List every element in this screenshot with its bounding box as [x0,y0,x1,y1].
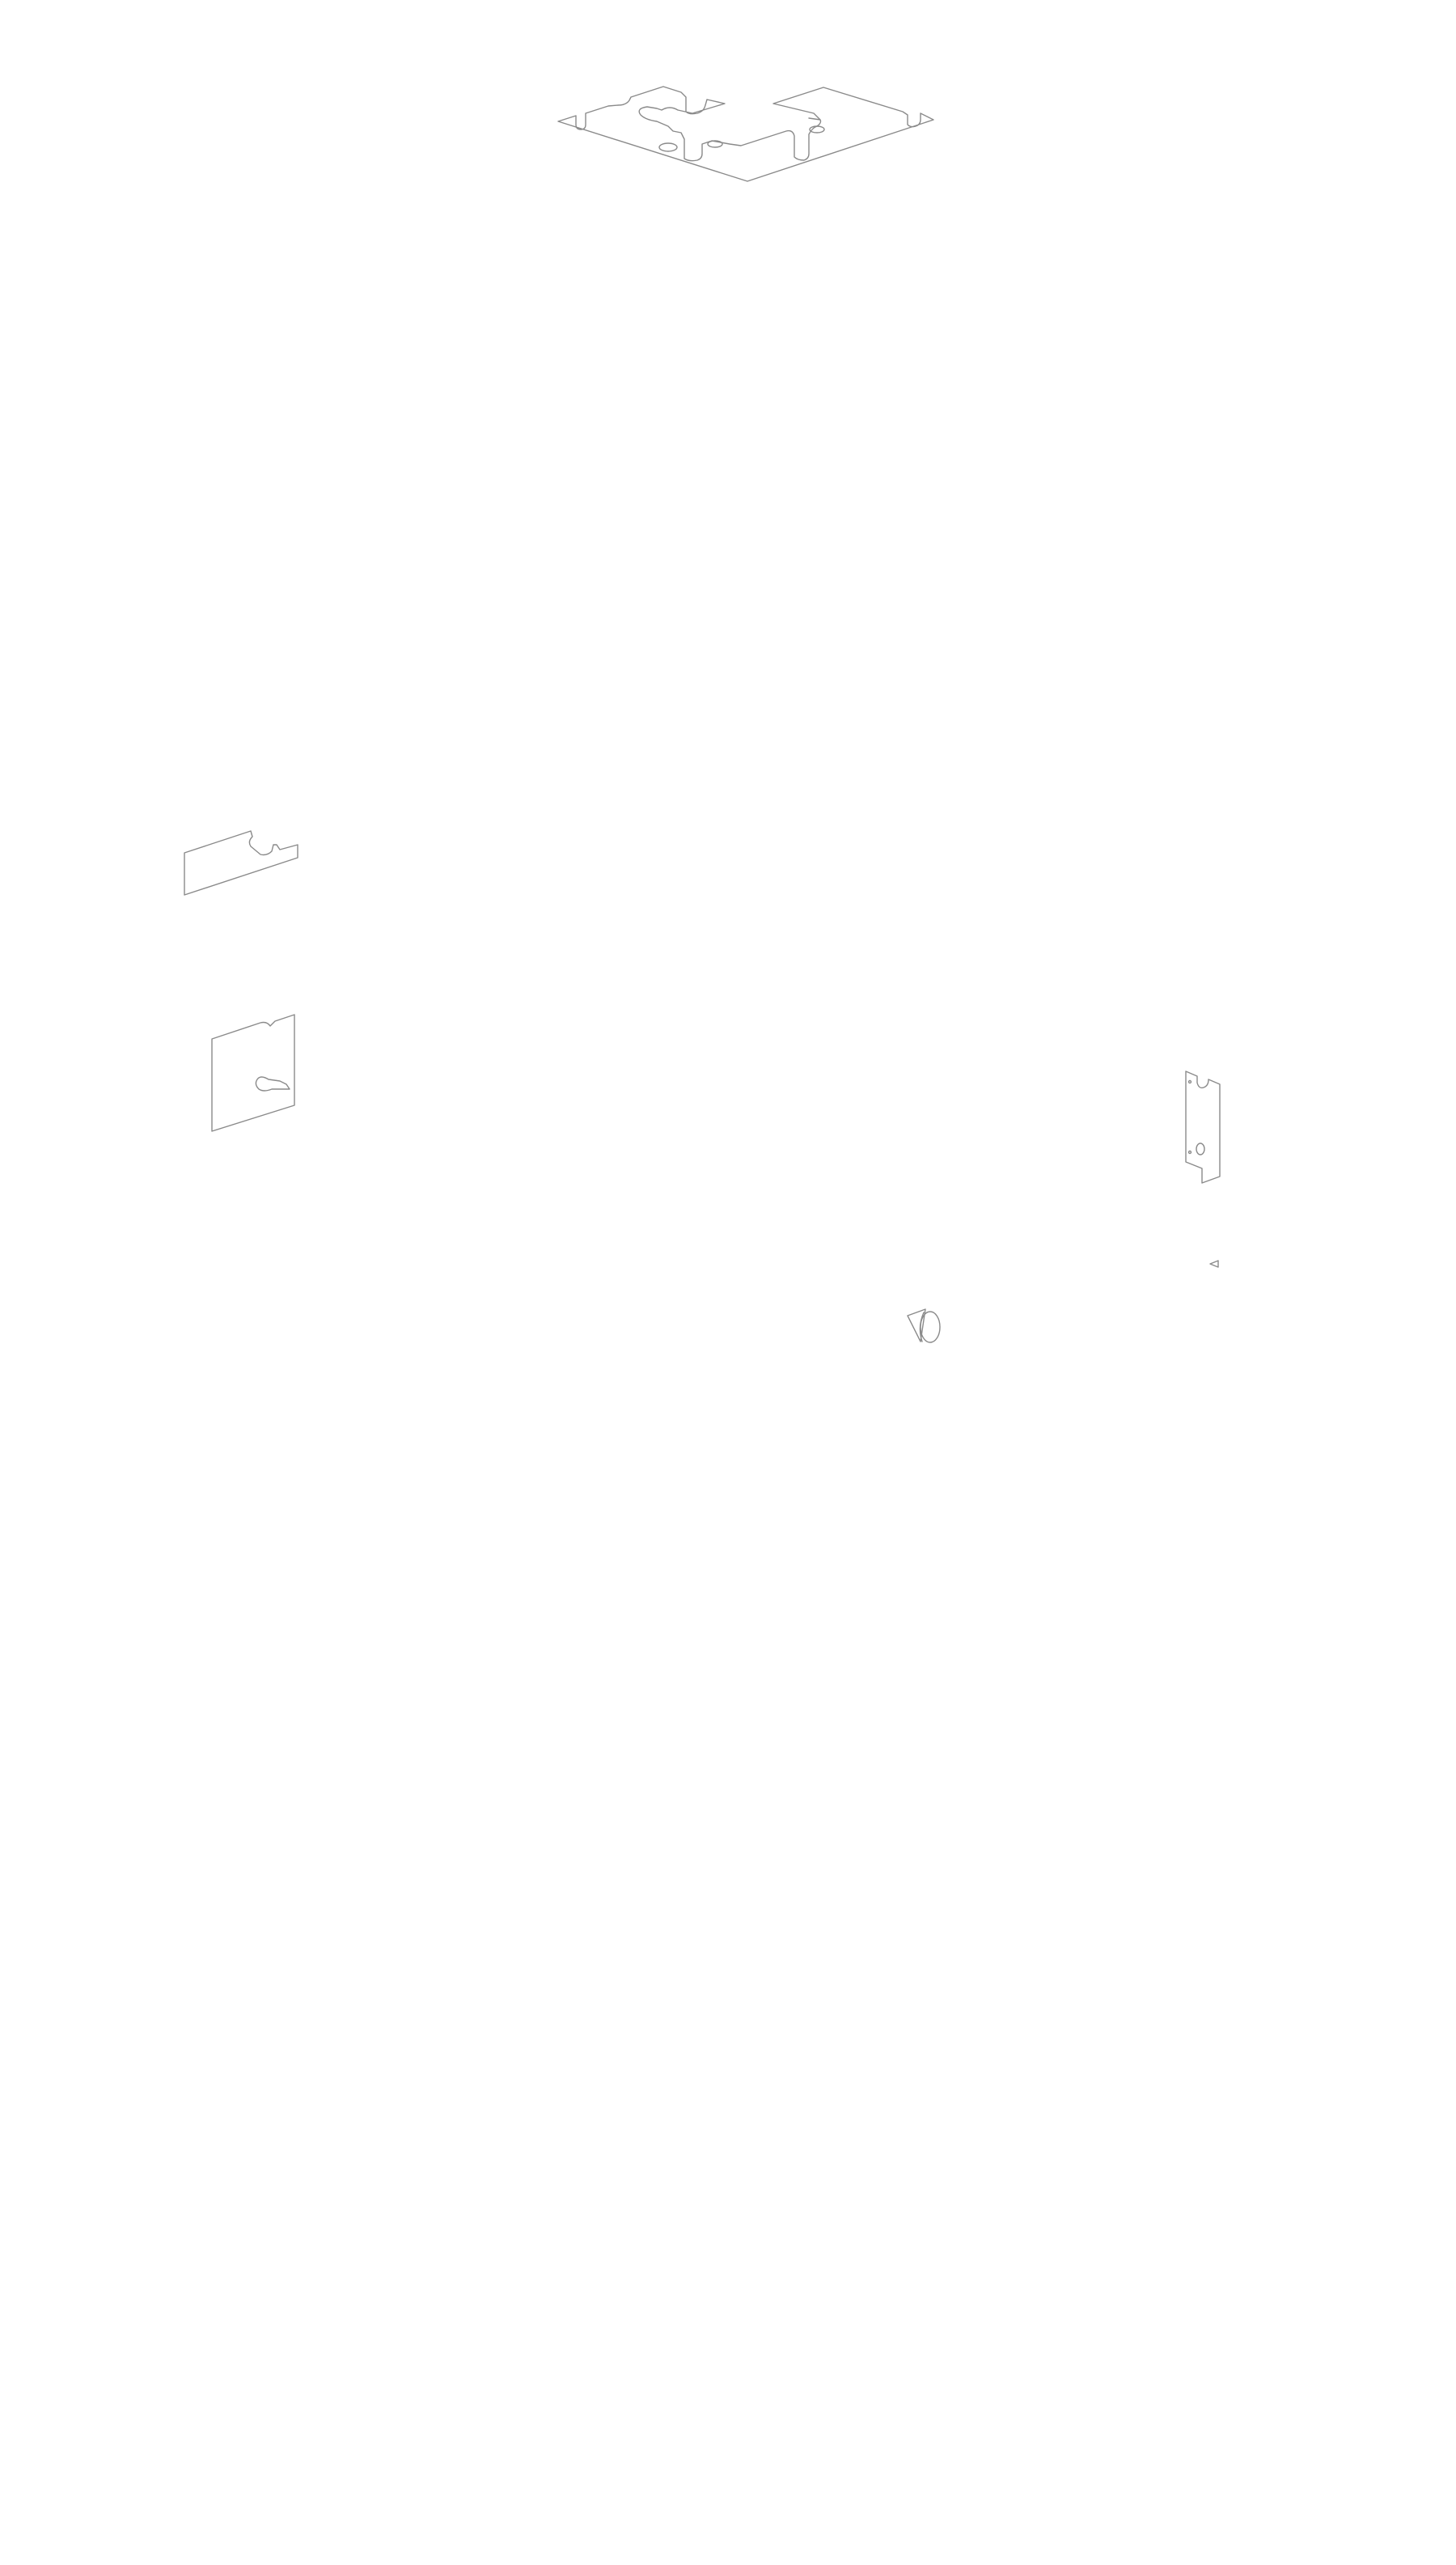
top-plate-hole-right [809,125,825,134]
knob-face [920,1311,941,1343]
top-mounting-plate [557,86,934,182]
triangle-marker-shape [1209,1260,1219,1268]
top-plate-hole-left [658,142,678,152]
knob-edge [919,1312,925,1342]
knob-body [907,1308,926,1342]
small-triangle-marker [1209,1260,1219,1268]
keyhole-panel [211,1014,295,1132]
keyhole-panel-outline [211,1014,295,1132]
angled-bracket-with-slot [184,830,298,896]
round-knob-part [907,1308,941,1343]
top-plate-hole-center [707,140,723,148]
top-plate-outline [557,86,934,182]
vertical-bracket-pin-bottom [1187,1150,1192,1155]
vertical-bracket-outline [1185,1071,1221,1184]
vertical-bracket-hole [1196,1143,1205,1155]
angled-bracket-outline [184,830,298,896]
keyhole-slot [255,1076,290,1092]
vertical-bracket-pin-top [1187,1079,1192,1084]
vertical-tab-bracket [1185,1071,1221,1184]
